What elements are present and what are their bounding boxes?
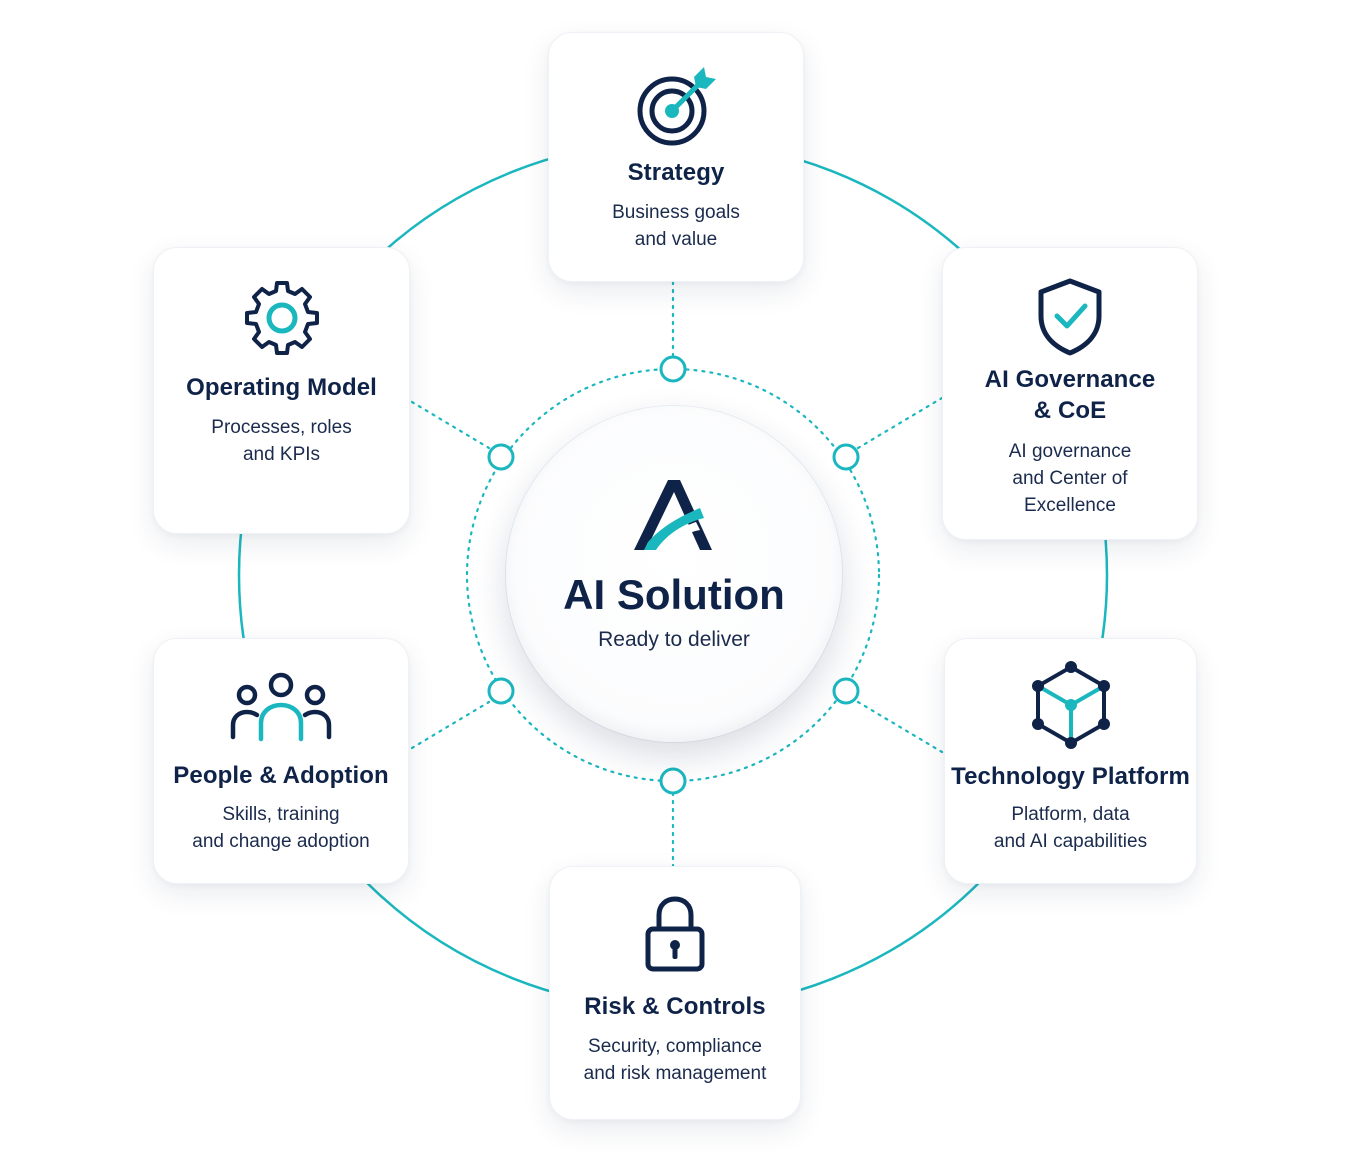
center-subtitle: Ready to deliver: [598, 628, 750, 651]
card-title: Risk & Controls: [584, 993, 766, 1020]
shield-check-icon: [1038, 278, 1102, 356]
node-technology: [832, 677, 860, 705]
card-ai-governance: AI Governance & CoE AI governance and Ce…: [942, 247, 1198, 540]
card-description: Platform, data and AI capabilities: [993, 804, 1148, 852]
node-operating-model: [487, 443, 515, 471]
center-title: AI Solution: [563, 571, 785, 618]
node-risk: [659, 767, 687, 795]
card-description: Business goals and value: [612, 202, 740, 250]
card-title: Operating Model: [186, 374, 377, 401]
card-title: AI Governance & CoE: [984, 366, 1156, 424]
card-technology-platform: Technology Platform Platform, data and A…: [944, 638, 1197, 884]
card-risk-controls: Risk & Controls Security, compliance and…: [549, 866, 801, 1120]
card-title: Technology Platform: [951, 763, 1190, 790]
node-governance: [832, 443, 860, 471]
card-description: Security, compliance and risk management: [583, 1036, 767, 1084]
card-operating-model: Operating Model Processes, roles and KPI…: [153, 247, 410, 534]
card-description: Skills, training and change adoption: [192, 804, 370, 852]
connector-people: [410, 700, 491, 750]
card-description: AI governance and Center of Excellence: [1008, 441, 1132, 516]
card-people-adoption: People & Adoption Skills, training and c…: [153, 638, 409, 884]
card-strategy: Strategy Business goals and value: [548, 32, 804, 282]
center-hub: AI Solution Ready to deliver: [506, 406, 842, 742]
card-title: Strategy: [627, 159, 725, 186]
gear-icon: [244, 281, 319, 355]
connector-technology: [856, 700, 944, 754]
target-arrow-icon: [637, 67, 716, 146]
card-description: Processes, roles and KPIs: [211, 417, 352, 465]
hexagon-network-icon: [1031, 661, 1110, 749]
connector-operating-model: [410, 400, 491, 450]
people-group-icon: [230, 672, 332, 742]
node-strategy: [659, 355, 687, 383]
stylized-a-logo-icon: [634, 480, 712, 550]
connector-governance: [856, 396, 944, 450]
padlock-icon: [645, 896, 705, 972]
card-title: People & Adoption: [173, 762, 389, 789]
node-people: [487, 677, 515, 705]
